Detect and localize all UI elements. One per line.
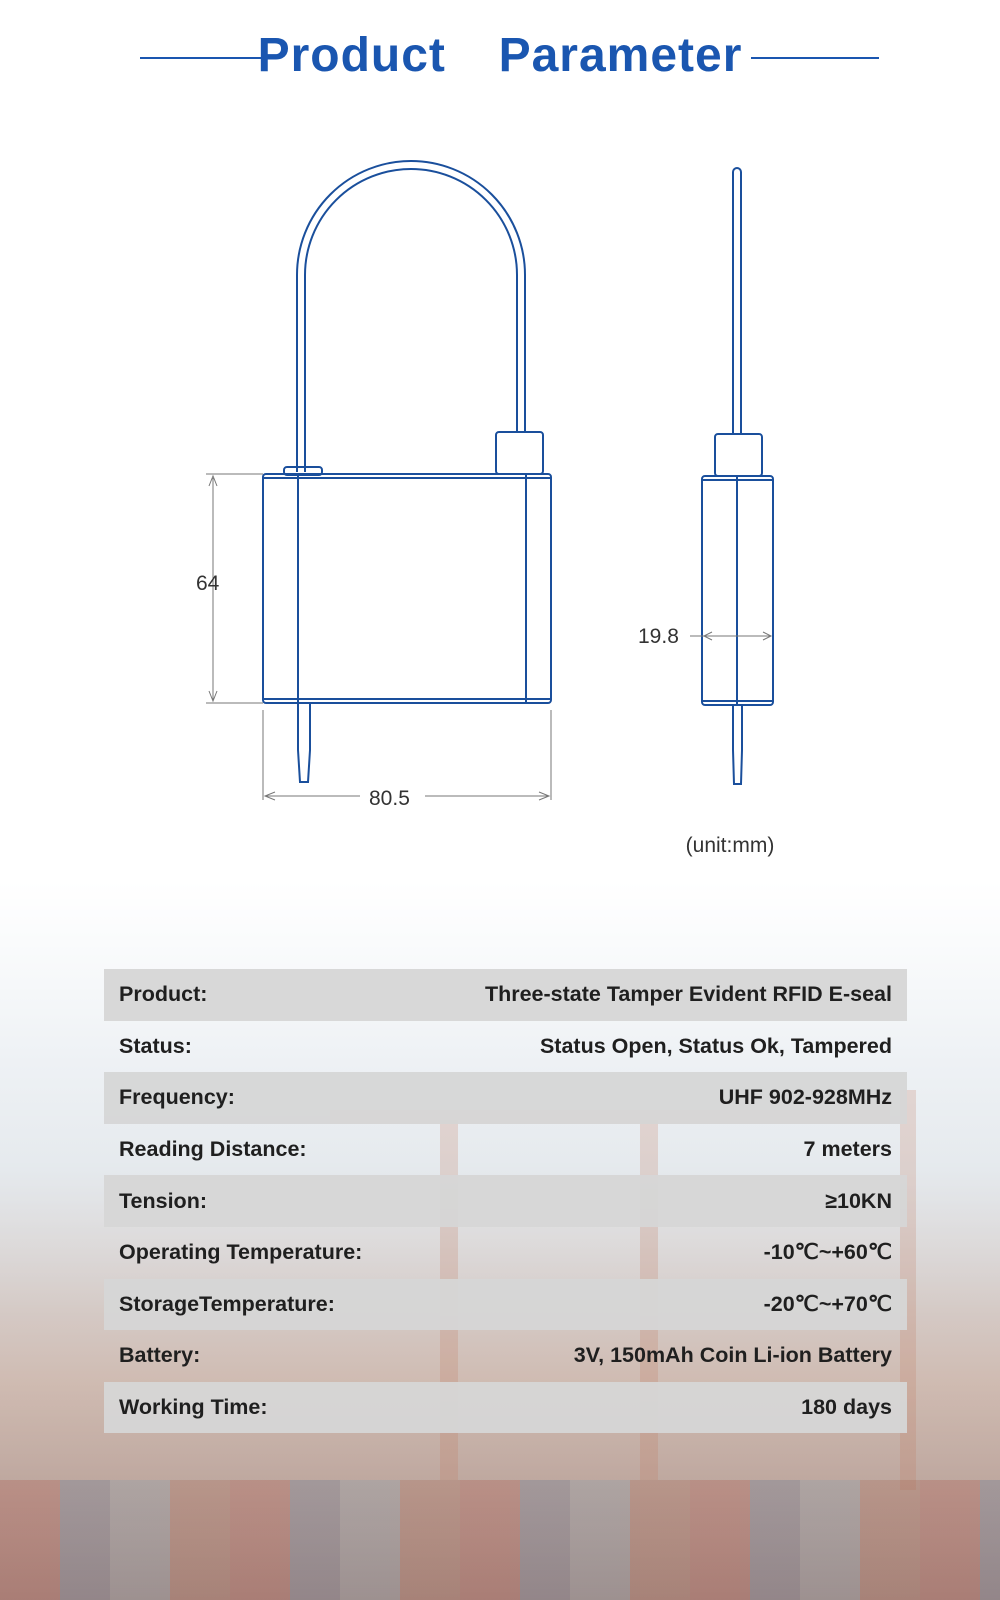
side-rod-top: [732, 167, 742, 434]
spec-value: ≥10KN: [412, 1175, 907, 1227]
spec-value: 7 meters: [803, 1137, 892, 1162]
unit-note: (unit:mm): [685, 834, 775, 857]
page-title: Product Parameter: [257, 29, 743, 82]
spec-row: Operating Temperature: -10℃~+60℃: [104, 1227, 907, 1279]
dimension-depth-label: 19.8: [638, 625, 679, 648]
spec-value: Three-state Tamper Evident RFID E-seal: [412, 969, 907, 1021]
product-dimension-drawing: 64 80.5 19.8: [196, 160, 774, 810]
side-cap: [714, 433, 763, 477]
spec-value: 180 days: [412, 1381, 907, 1434]
spec-row: Reading Distance: 7 meters: [104, 1124, 907, 1176]
spec-value: UHF 902-928MHz: [412, 1072, 907, 1124]
shackle-cap: [495, 431, 544, 475]
spec-label: Product:: [104, 969, 413, 1021]
bottom-pin: [297, 703, 311, 783]
spec-label: Working Time:: [104, 1381, 413, 1434]
spec-row: Product:Three-state Tamper Evident RFID …: [104, 969, 907, 1021]
container-stack-decoration: [0, 1480, 1000, 1600]
dimension-height-label: 64: [196, 572, 220, 595]
spec-label: Operating Temperature:: [119, 1240, 363, 1265]
spec-row: StorageTemperature:-20℃~+70℃: [104, 1278, 907, 1331]
title-rule-left: [140, 57, 268, 59]
spec-row: Working Time:180 days: [104, 1381, 907, 1434]
spec-row: Frequency:UHF 902-928MHz: [104, 1072, 907, 1124]
spec-label: StorageTemperature:: [104, 1278, 413, 1331]
side-rod-bottom: [732, 705, 743, 785]
spec-value: -10℃~+60℃: [763, 1240, 892, 1265]
spec-label: Frequency:: [104, 1072, 413, 1124]
spec-row: Tension:≥10KN: [104, 1175, 907, 1227]
spec-label: Tension:: [104, 1175, 413, 1227]
spec-label: Reading Distance:: [119, 1137, 307, 1162]
spec-value: Status Open, Status Ok, Tampered: [539, 1033, 892, 1058]
header: Product Parameter: [0, 22, 1000, 92]
spec-label: Battery:: [119, 1343, 201, 1368]
shackle-inner: [304, 168, 518, 472]
spec-value: 3V, 150mAh Coin Li-ion Battery: [573, 1343, 892, 1368]
spec-label: Status:: [119, 1033, 192, 1058]
shackle-outer: [296, 160, 526, 472]
seal-body: [262, 473, 552, 704]
dimension-width-label: 80.5: [369, 787, 410, 810]
title-rule-right: [751, 57, 879, 59]
spec-row: Status: Status Open, Status Ok, Tampered: [104, 1021, 907, 1073]
spec-table: Product:Three-state Tamper Evident RFID …: [104, 969, 907, 1434]
spec-value: -20℃~+70℃: [412, 1278, 907, 1331]
spec-row: Battery: 3V, 150mAh Coin Li-ion Battery: [104, 1330, 907, 1382]
